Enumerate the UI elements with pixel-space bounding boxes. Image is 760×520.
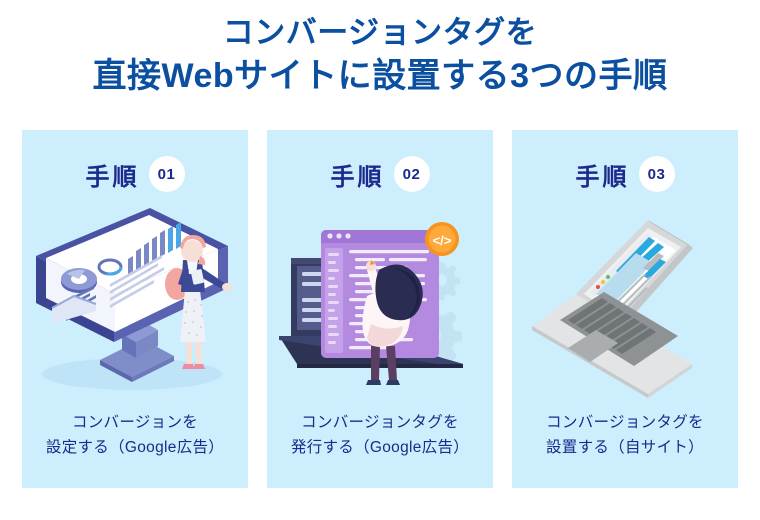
step-header-01: 手順 01 <box>22 156 248 192</box>
step-caption-03: コンバージョンタグを 設置する（自サイト） <box>512 410 738 460</box>
step-number-badge-02: 02 <box>393 156 430 192</box>
step-label-03: 手順 <box>575 163 630 191</box>
step-card-03: 手順 03 <box>512 130 738 488</box>
code-badge-icon: </> <box>425 222 459 256</box>
step-caption-01-line-1: コンバージョンを <box>71 413 199 431</box>
analytics-dashboard-monitor-illustration <box>22 208 248 398</box>
step-card-02: 手順 02 <box>267 130 493 488</box>
step-header-02: 手順 02 <box>267 156 493 192</box>
step-caption-01-line-2: 設定する（Google広告） <box>45 438 225 456</box>
step-caption-02-line-1: コンバージョンタグを <box>301 413 459 431</box>
steps-card-row: 手順 01 <box>22 130 738 488</box>
website-laptop-illustration <box>512 208 738 398</box>
step-label-02: 手順 <box>330 163 385 191</box>
step-number-badge-03: 03 <box>638 156 675 192</box>
step-caption-03-line-2: 設置する（自サイト） <box>545 438 704 456</box>
step-caption-01: コンバージョンを 設定する（Google広告） <box>22 410 248 460</box>
step-card-01: 手順 01 <box>22 130 248 488</box>
step-number-badge-01: 01 <box>148 156 185 192</box>
step-header-03: 手順 03 <box>512 156 738 192</box>
step-caption-02-line-2: 発行する（Google広告） <box>290 438 470 456</box>
step-label-01: 手順 <box>85 163 140 191</box>
page-title: コンバージョンタグを 直接Webサイトに設置する3つの手順 <box>0 14 760 97</box>
svg-text:</>: </> <box>433 233 452 248</box>
page-title-line-1: コンバージョンタグを <box>222 15 538 50</box>
code-editor-laptop-illustration: </> <box>267 208 493 398</box>
step-caption-02: コンバージョンタグを 発行する（Google広告） <box>267 410 493 460</box>
step-caption-03-line-1: コンバージョンタグを <box>546 413 704 431</box>
page-title-line-2: 直接Webサイトに設置する3つの手順 <box>92 56 668 95</box>
